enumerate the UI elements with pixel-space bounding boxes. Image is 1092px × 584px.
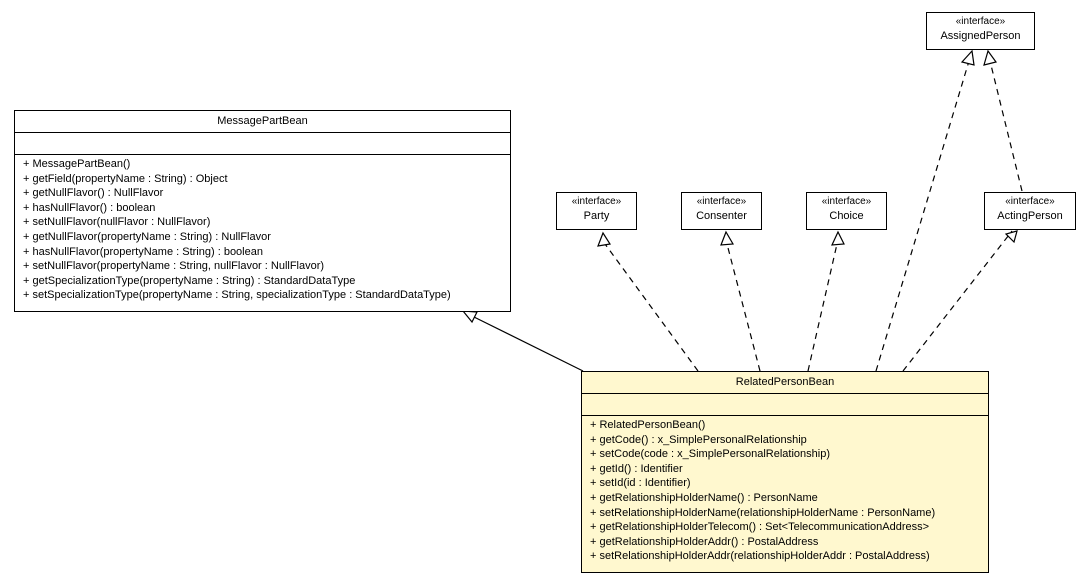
stereotype-label: «interface» <box>821 196 872 207</box>
operation: + setNullFlavor(nullFlavor : NullFlavor) <box>23 216 211 229</box>
realization-line-assigned-person <box>875 60 970 372</box>
operation: + RelatedPersonBean() <box>590 419 706 431</box>
interface-name: Consenter <box>696 210 747 222</box>
interface-assigned-person[interactable]: «interface» AssignedPerson <box>926 12 1035 50</box>
generalization-arrowhead <box>461 310 478 324</box>
attributes-compartment <box>582 394 988 416</box>
operation: + hasNullFlavor(propertyName : String) :… <box>23 245 263 258</box>
operation: + setNullFlavor(propertyName : String, n… <box>23 260 325 273</box>
interface-choice[interactable]: «interface» Choice <box>806 192 887 230</box>
operation: + getNullFlavor(propertyName : String) :… <box>23 230 271 243</box>
interface-name: Choice <box>829 210 864 222</box>
interface-consenter[interactable]: «interface» Consenter <box>681 192 762 230</box>
operation: + getNullFlavor() : NullFlavor <box>23 187 164 200</box>
operation: + getCode() : x_SimplePersonalRelationsh… <box>590 433 807 446</box>
stereotype-label: «interface» <box>696 196 747 207</box>
operation: + getId() : Identifier <box>590 462 683 475</box>
operation: + setCode(code : x_SimplePersonalRelatio… <box>590 448 830 461</box>
operation: + hasNullFlavor() : boolean <box>23 201 156 214</box>
stereotype-label: «interface» <box>955 16 1006 27</box>
arrowhead-party <box>597 231 611 247</box>
operation: + setSpecializationType(propertyName : S… <box>23 289 451 302</box>
generalization-line <box>471 315 584 372</box>
realization-line-party <box>604 243 699 372</box>
interface-name: Party <box>583 210 610 222</box>
arrowhead-acting-person <box>1004 230 1018 244</box>
interface-acting-person[interactable]: «interface» ActingPerson <box>984 192 1076 230</box>
operation: + setId(id : Identifier) <box>590 477 691 490</box>
operations-compartment: + MessagePartBean() + getField(propertyN… <box>15 155 510 303</box>
stereotype-label: «interface» <box>571 196 622 207</box>
class-related-person-bean[interactable]: RelatedPersonBean + RelatedPersonBean() … <box>581 371 989 573</box>
operation: + setRelationshipHolderAddr(relationship… <box>590 550 930 563</box>
operation: + getField(propertyName : String) : Obje… <box>23 172 228 185</box>
realization-line-acting-person <box>902 230 1013 372</box>
operations-compartment: + RelatedPersonBean() + getCode() : x_Si… <box>582 416 988 564</box>
realization-line-acting-to-assigned <box>989 60 1023 192</box>
realization-line-choice <box>807 243 838 372</box>
interface-party[interactable]: «interface» Party <box>556 192 637 230</box>
arrowhead-consenter <box>720 230 734 246</box>
operation: + setRelationshipHolderName(relationship… <box>590 506 936 519</box>
attributes-compartment <box>15 133 510 155</box>
interface-name: ActingPerson <box>997 210 1063 222</box>
arrowhead-choice <box>831 230 845 246</box>
class-message-part-bean[interactable]: MessagePartBean + MessagePartBean() + ge… <box>14 110 511 312</box>
operation: + getRelationshipHolderTelecom() : Set<T… <box>590 521 930 534</box>
operation: + getSpecializationType(propertyName : S… <box>23 274 356 287</box>
interface-name: AssignedPerson <box>940 30 1021 42</box>
class-name: RelatedPersonBean <box>582 372 988 394</box>
arrowhead-assigned-person-b <box>983 49 998 66</box>
operation: + getRelationshipHolderAddr() : PostalAd… <box>590 535 819 548</box>
stereotype-label: «interface» <box>1005 196 1055 207</box>
realization-line-consenter <box>726 243 761 372</box>
operation: + getRelationshipHolderName() : PersonNa… <box>590 491 818 504</box>
arrowhead-assigned-person-a <box>960 49 975 66</box>
operation: + MessagePartBean() <box>23 158 131 170</box>
class-name: MessagePartBean <box>15 111 510 133</box>
